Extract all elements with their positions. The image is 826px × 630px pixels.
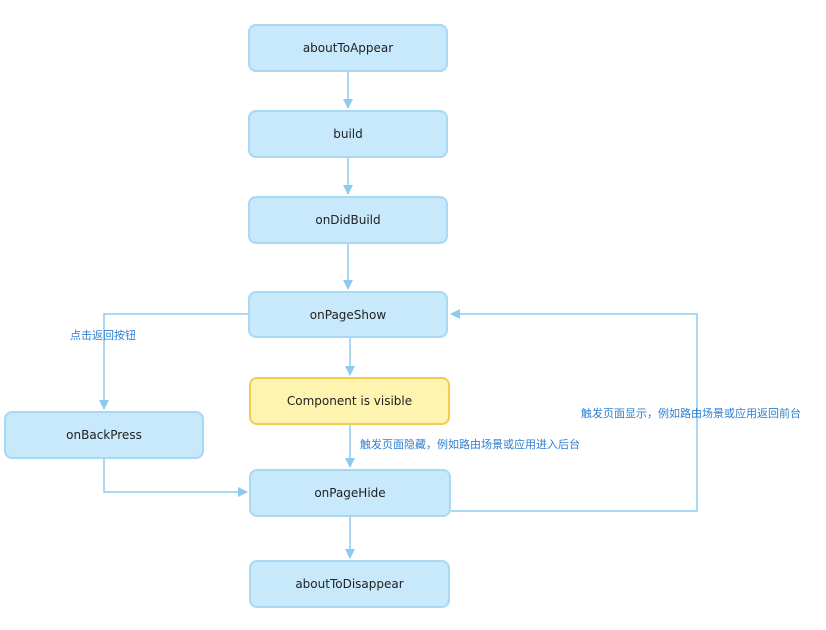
- label-page-shown: 触发页面显示，例如路由场景或应用返回前台: [581, 407, 801, 420]
- node-on-back-press: onBackPress: [4, 411, 204, 459]
- node-component-visible: Component is visible: [249, 377, 450, 425]
- arrow-backpress-to-pagehide: [103, 459, 248, 497]
- node-about-to-appear: aboutToAppear: [248, 24, 448, 72]
- node-build: build: [248, 110, 448, 158]
- node-about-to-disappear: aboutToDisappear: [249, 560, 450, 608]
- label-back-button: 点击返回按钮: [70, 329, 136, 342]
- node-on-page-hide: onPageHide: [249, 469, 451, 517]
- node-on-did-build: onDidBuild: [248, 196, 448, 244]
- label-page-hidden: 触发页面隐藏，例如路由场景或应用进入后台: [360, 438, 580, 451]
- arrow-pagehide-to-pageshow: [450, 309, 698, 512]
- node-on-page-show: onPageShow: [248, 291, 448, 338]
- arrow-pageshow-to-backpress: [99, 313, 248, 410]
